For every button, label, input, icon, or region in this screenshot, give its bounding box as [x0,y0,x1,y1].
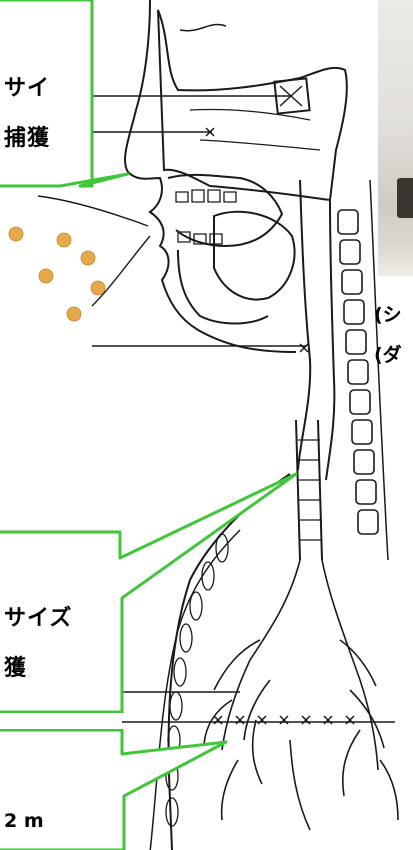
callout-top-line2: 捕獲 [4,120,50,152]
callout-box-bottom [0,730,226,850]
particle [9,227,23,241]
tongue [214,212,295,300]
particle [67,307,81,321]
nasal-cavity [158,10,347,200]
particle [39,269,53,283]
mouth-region [168,175,282,246]
side-note-line2: (ダ [374,340,402,367]
callout-middle-line2: 獲 [4,650,27,682]
pharynx [298,180,310,470]
inhaled-particles [9,227,105,321]
callout-top-line1: サイ [4,70,50,102]
trachea [296,420,322,560]
photo-inset-object [397,178,413,218]
particle [57,233,71,247]
callout-box-middle [0,474,296,712]
bottom-text: 2 m [4,810,44,832]
jaw [178,250,268,324]
photo-inset [378,0,413,276]
particle [91,281,105,295]
side-note-line1: (シ [374,300,402,327]
bronchial-tree [204,560,398,830]
particle [81,251,95,265]
vertebrae [338,210,378,534]
callout-middle-line1: サイズ [4,600,72,632]
photo-inset-floor [378,238,413,276]
